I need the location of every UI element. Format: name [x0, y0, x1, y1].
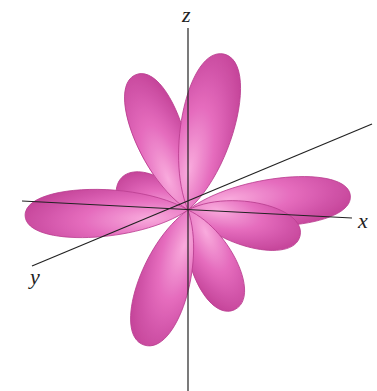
- orbital-lobe: [120, 202, 212, 353]
- orbital-lobe: [24, 186, 189, 240]
- x-axis: [22, 201, 352, 218]
- axis-label: z: [182, 4, 191, 26]
- y-axis: [32, 124, 372, 266]
- axis-label: y: [30, 266, 40, 288]
- axis-label: x: [358, 210, 368, 232]
